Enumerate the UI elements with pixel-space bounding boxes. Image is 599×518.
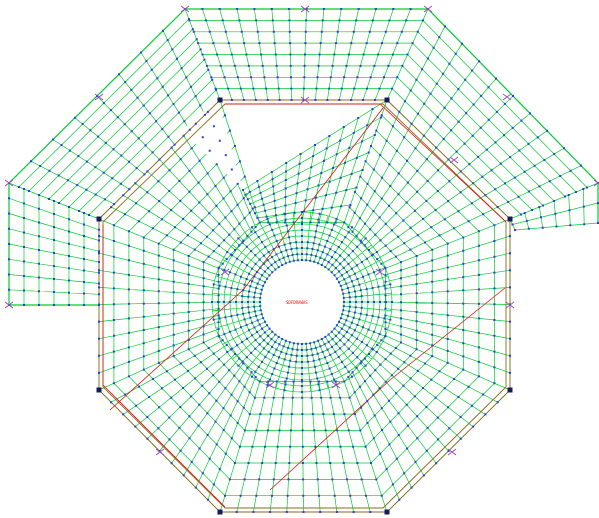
column-node-6[interactable] [217, 509, 223, 515]
red-line-4 [269, 287, 506, 491]
column-node-5[interactable] [384, 509, 390, 515]
support-marker-16[interactable] [265, 381, 275, 389]
support-marker-7[interactable] [593, 179, 599, 187]
support-marker-5[interactable] [502, 93, 512, 101]
column-node-2[interactable] [384, 97, 390, 103]
support-marker-4[interactable] [94, 93, 104, 101]
support-marker-3[interactable] [423, 5, 433, 13]
support-marker-6[interactable] [4, 179, 14, 187]
support-marker-11[interactable] [449, 156, 459, 164]
column-node-4[interactable] [507, 387, 513, 393]
column-node-8[interactable] [96, 216, 102, 222]
center-opening [260, 260, 344, 344]
red-line-1 [226, 103, 507, 223]
column-node-3[interactable] [507, 216, 513, 222]
red-line-2 [102, 225, 226, 508]
support-marker-15[interactable] [375, 268, 385, 276]
support-marker-8[interactable] [4, 301, 14, 309]
center-label: SDFDRAWAS [286, 300, 308, 305]
column-node-7[interactable] [96, 387, 102, 393]
support-marker-14[interactable] [220, 268, 230, 276]
column-node-1[interactable] [217, 97, 223, 103]
slab-outline-layer [8, 8, 599, 513]
support-marker-13[interactable] [447, 448, 457, 456]
support-marker-2[interactable] [300, 5, 310, 13]
support-marker-10[interactable] [300, 96, 310, 104]
support-markers-layer [4, 5, 599, 456]
support-marker-12[interactable] [155, 448, 165, 456]
notch-opening [182, 104, 243, 190]
support-marker-1[interactable] [180, 5, 190, 13]
support-marker-17[interactable] [331, 381, 341, 389]
support-marker-9[interactable] [505, 301, 515, 309]
